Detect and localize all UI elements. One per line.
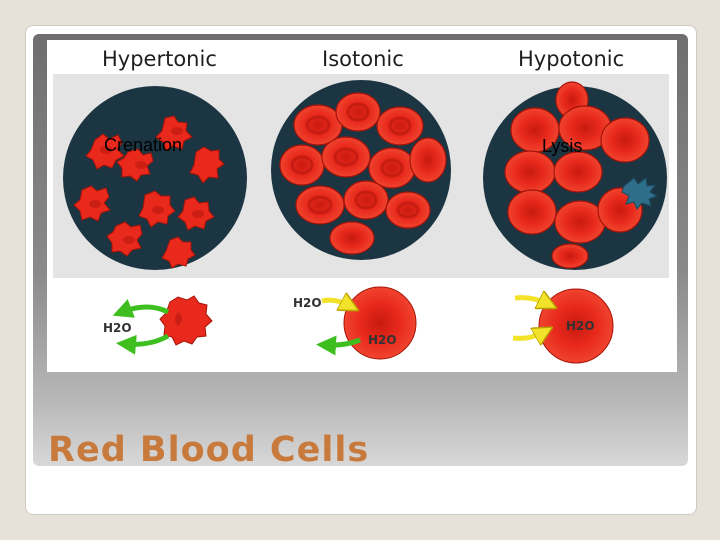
h2o-label-isotonic-out: H2O (368, 333, 397, 347)
hypertonic-dish (63, 86, 247, 270)
hypertonic-water-flow (112, 295, 213, 355)
callout-crenation: Crenation (104, 135, 183, 155)
hypotonic-water-flow (512, 288, 614, 364)
swollen-cells (504, 81, 650, 269)
hypotonic-dish (483, 81, 667, 270)
h2o-label-hypotonic: H2O (566, 319, 595, 333)
heading-isotonic: Isotonic (322, 47, 404, 71)
normal-cells (279, 92, 447, 255)
heading-hypertonic: Hypertonic (102, 47, 217, 71)
h2o-label-isotonic-in: H2O (293, 296, 322, 310)
lysed-cell (621, 177, 659, 210)
isotonic-dish (271, 80, 451, 260)
slide-title: Red Blood Cells (48, 430, 370, 470)
crenated-cells (73, 115, 225, 269)
h2o-label-hypertonic: H2O (103, 321, 132, 335)
heading-hypotonic: Hypotonic (518, 47, 625, 71)
callout-lysis: Lysis (542, 136, 583, 156)
isotonic-water-flow (316, 286, 417, 360)
